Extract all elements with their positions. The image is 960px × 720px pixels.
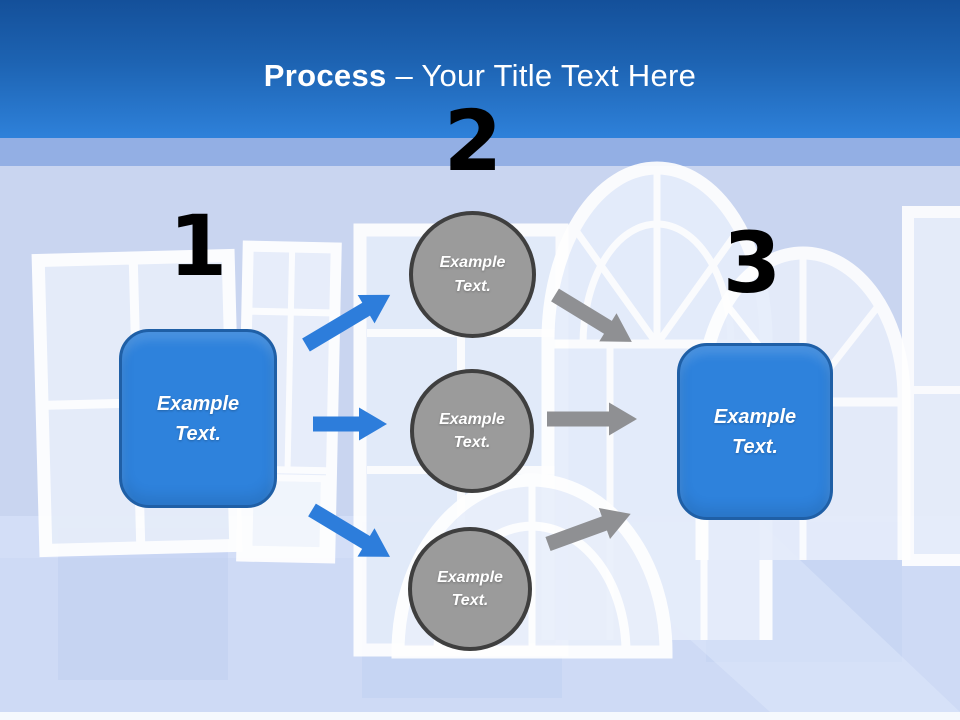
header-accent-band <box>0 138 960 166</box>
arrow-step1-to-bottom-circle <box>308 503 391 557</box>
step-3-label: Example Text. <box>713 405 797 458</box>
bottom-strip <box>0 712 960 720</box>
step-2-circle-3-label: Example Text. <box>437 568 503 609</box>
step-1-number: 1 <box>168 197 228 295</box>
step-2-circle-1: Example Text. <box>409 211 536 338</box>
arrow-middle-circle-to-step3 <box>547 402 637 436</box>
slide-title: Process – Your Title Text Here <box>264 44 696 94</box>
step-1-label: Example Text. <box>156 392 240 445</box>
step-3-number: 3 <box>722 214 782 312</box>
arrow-step1-to-top-circle <box>302 294 391 352</box>
step-1-box: Example Text. <box>119 329 277 508</box>
title-emphasis: Process <box>263 58 387 93</box>
arrow-bottom-circle-to-step3 <box>545 507 631 552</box>
step-2-circle-2-label: Example Text. <box>439 410 505 451</box>
step-2-number: 2 <box>443 92 503 190</box>
window-frame-far-right <box>902 206 960 566</box>
slide-header: Process – Your Title Text Here <box>0 0 960 138</box>
step-2-circle-2: Example Text. <box>410 369 534 493</box>
step-2-circle-1-label: Example Text. <box>439 254 506 295</box>
step-3-box: Example Text. <box>677 343 833 520</box>
step-2-circle-3: Example Text. <box>408 527 532 651</box>
title-rest: – Your Title Text Here <box>395 58 697 93</box>
arrow-step1-to-middle-circle <box>313 407 387 441</box>
arrow-top-circle-to-step3 <box>551 288 632 342</box>
